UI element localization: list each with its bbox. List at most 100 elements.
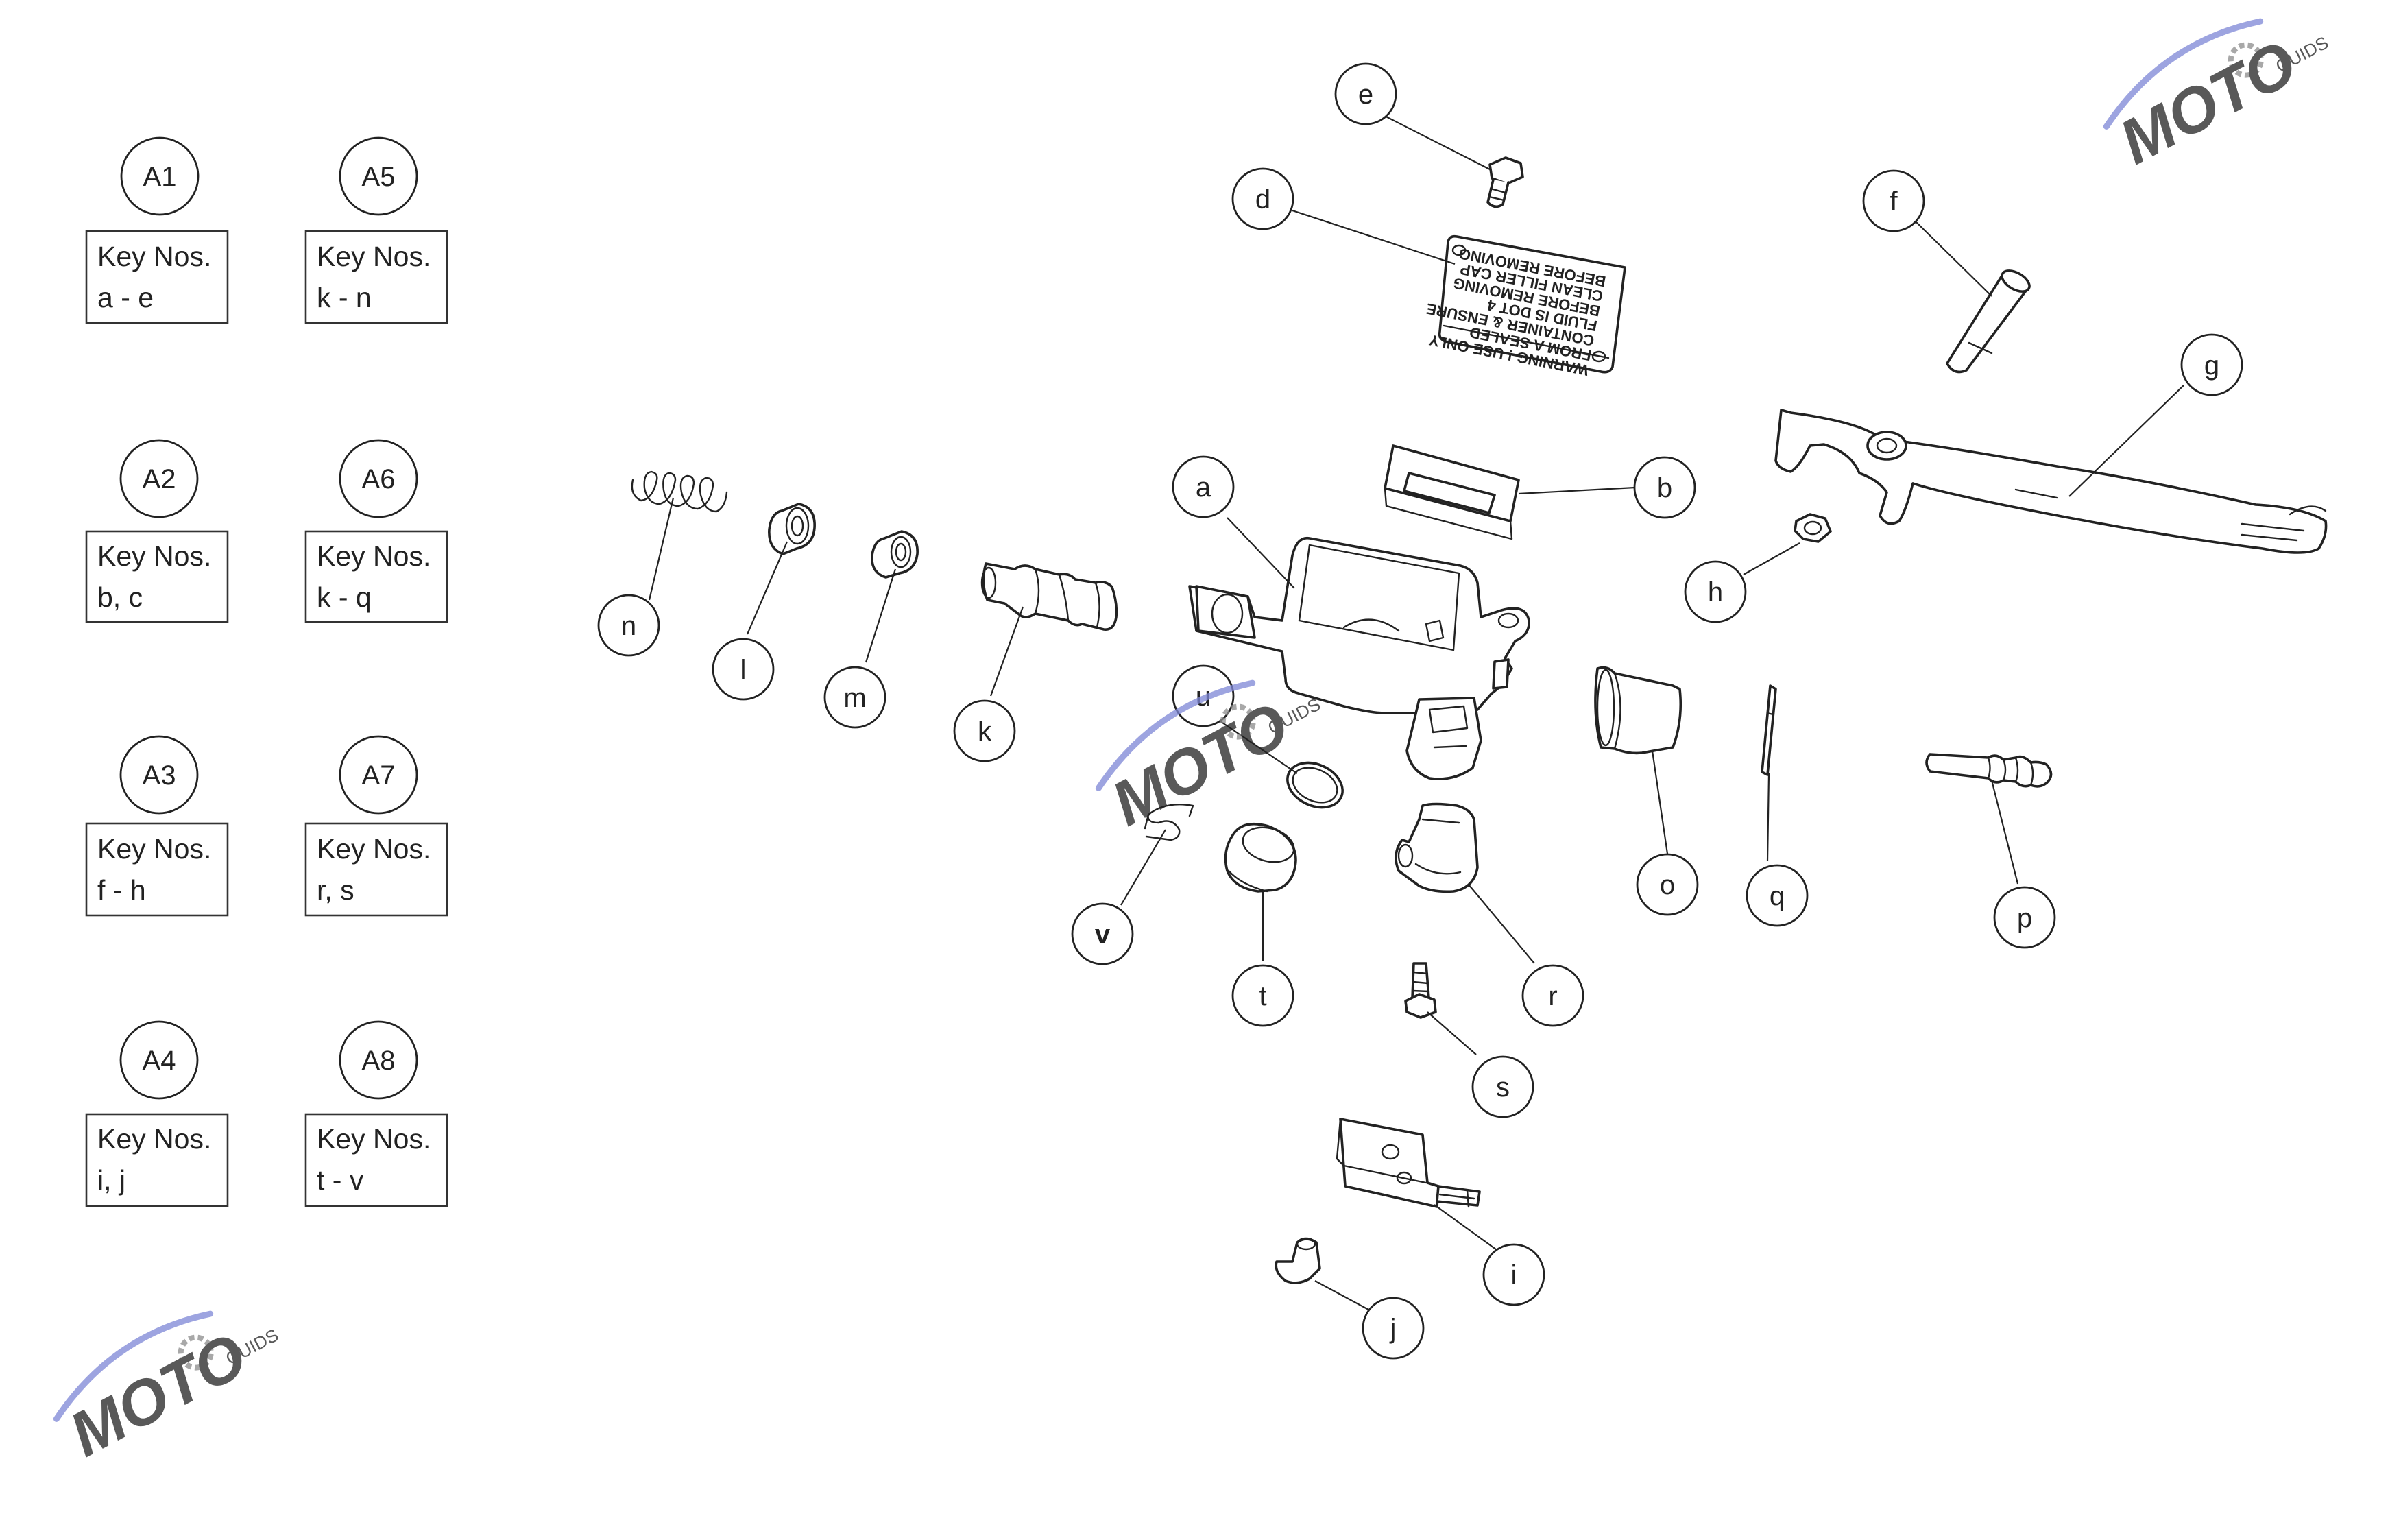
part-d-reservoir-cap: WARNING ! USE ONLY FROM A SEALED CONTAIN… — [1425, 234, 1626, 379]
part-g-brake-lever — [1774, 409, 2328, 554]
callout-m: m — [823, 666, 886, 729]
leader-lines — [648, 106, 2184, 1311]
kit-key-range: t - v — [317, 1164, 364, 1196]
kit-key-box — [85, 530, 229, 623]
part-b-diaphragm — [1384, 444, 1520, 540]
callout-j: j — [1362, 1297, 1425, 1360]
kit-key-range: k - n — [317, 282, 372, 313]
svg-text:k: k — [978, 717, 992, 747]
kit-balloon — [339, 439, 418, 518]
kit-a2: A2 Key Nos. b, c — [85, 439, 229, 623]
part-t-dust-boot — [1224, 822, 1297, 893]
kit-key-label: Key Nos. — [97, 241, 211, 272]
kit-key-label: Key Nos. — [97, 1123, 211, 1155]
kit-balloon — [339, 136, 418, 216]
kit-legend: A1 Key Nos. a - e A2 Key Nos. b, c A3 Ke… — [85, 136, 448, 1207]
part-v-spring-clip — [1144, 804, 1194, 841]
part-u-o-ring — [1286, 761, 1344, 809]
kit-key-label: Key Nos. — [97, 833, 211, 865]
svg-text:g: g — [2204, 350, 2219, 381]
part-e-screw — [1486, 156, 1524, 208]
kit-balloon — [339, 735, 418, 815]
callout-f: f — [1862, 169, 1925, 232]
svg-text:r: r — [1548, 981, 1557, 1011]
svg-text:s: s — [1496, 1072, 1510, 1103]
part-f-pivot-pin — [1946, 269, 2031, 374]
callout-r: r — [1521, 964, 1584, 1027]
part-j-pin — [1275, 1237, 1321, 1284]
part-i-brake-switch — [1336, 1118, 1481, 1208]
svg-text:h: h — [1708, 577, 1723, 607]
part-p-push-rod — [1925, 753, 2053, 788]
kit-key-box — [304, 822, 448, 917]
svg-text:n: n — [621, 611, 636, 641]
callout-v: v — [1071, 902, 1134, 965]
part-r-clamp — [1395, 802, 1479, 893]
part-n-spring — [631, 470, 728, 513]
svg-text:l: l — [740, 655, 747, 685]
kit-a7: A7 Key Nos. r, s — [304, 735, 448, 917]
kit-id: A2 — [143, 464, 176, 494]
kit-a4: A4 Key Nos. i, j — [85, 1020, 229, 1207]
kit-key-box — [304, 1113, 448, 1207]
watermark-tagline: GUIDS — [1264, 694, 1324, 738]
svg-text:v: v — [1095, 919, 1111, 950]
kit-id: A6 — [362, 464, 396, 494]
kit-key-range: k - q — [317, 581, 372, 613]
svg-text:i: i — [1511, 1260, 1517, 1290]
kit-id: A5 — [362, 162, 396, 192]
kit-balloon — [339, 1020, 418, 1100]
svg-text:j: j — [1390, 1314, 1397, 1344]
part-o-bush — [1594, 666, 1682, 755]
kit-balloon — [119, 439, 199, 518]
part-m-washer — [871, 530, 919, 579]
watermark-tagline: GUIDS — [222, 1325, 282, 1369]
kit-key-range: f - h — [97, 874, 146, 906]
kit-id: A4 — [143, 1046, 176, 1076]
kit-a3: A3 Key Nos. f - h — [85, 735, 229, 917]
kit-a6: A6 Key Nos. k - q — [304, 439, 448, 623]
kit-key-label: Key Nos. — [317, 241, 431, 272]
part-q-shim — [1761, 684, 1777, 776]
kit-key-box — [304, 230, 448, 324]
svg-text:o: o — [1660, 870, 1675, 900]
kit-a1: A1 Key Nos. a - e — [85, 136, 229, 324]
part-a-master-cylinder — [1188, 536, 1530, 780]
svg-text:p: p — [2017, 903, 2032, 933]
kit-key-box — [85, 822, 229, 917]
kit-key-box — [304, 530, 448, 623]
kit-id: A8 — [362, 1046, 396, 1076]
svg-text:m: m — [843, 683, 866, 713]
part-s-screw — [1404, 962, 1437, 1019]
svg-text:d: d — [1255, 184, 1270, 215]
watermark-bottom-left: MOTO GUIDS — [53, 1310, 282, 1470]
callout-g: g — [2180, 333, 2243, 396]
kit-key-box — [85, 1113, 229, 1207]
callout-l: l — [712, 638, 775, 701]
svg-text:b: b — [1657, 473, 1672, 503]
callout-e: e — [1334, 62, 1397, 125]
callout-q: q — [1746, 864, 1809, 927]
callout-i: i — [1482, 1243, 1545, 1306]
kit-id: A7 — [362, 760, 396, 791]
kit-key-range: b, c — [97, 581, 143, 613]
callout-p: p — [1993, 886, 2056, 949]
callout-d: d — [1231, 167, 1294, 230]
kit-key-label: Key Nos. — [317, 540, 431, 572]
watermark-top-right: MOTO GUIDS — [2103, 18, 2332, 178]
kit-key-range: r, s — [317, 874, 354, 906]
callout-a: a — [1172, 455, 1235, 518]
svg-text:a: a — [1196, 472, 1211, 503]
callout-balloons: e d b f g h a i j k l m n o p q r s t u … — [597, 62, 2243, 1360]
kit-key-label: Key Nos. — [317, 833, 431, 865]
watermark-logo-text: MOTO — [59, 1320, 258, 1470]
callout-b: b — [1633, 456, 1696, 519]
part-h-nut — [1794, 513, 1832, 543]
kit-id: A1 — [143, 162, 177, 192]
kit-key-range: a - e — [97, 282, 154, 313]
part-k-piston — [980, 562, 1118, 631]
svg-text:t: t — [1259, 981, 1266, 1011]
callout-o: o — [1636, 853, 1699, 916]
kit-key-box — [85, 230, 229, 324]
